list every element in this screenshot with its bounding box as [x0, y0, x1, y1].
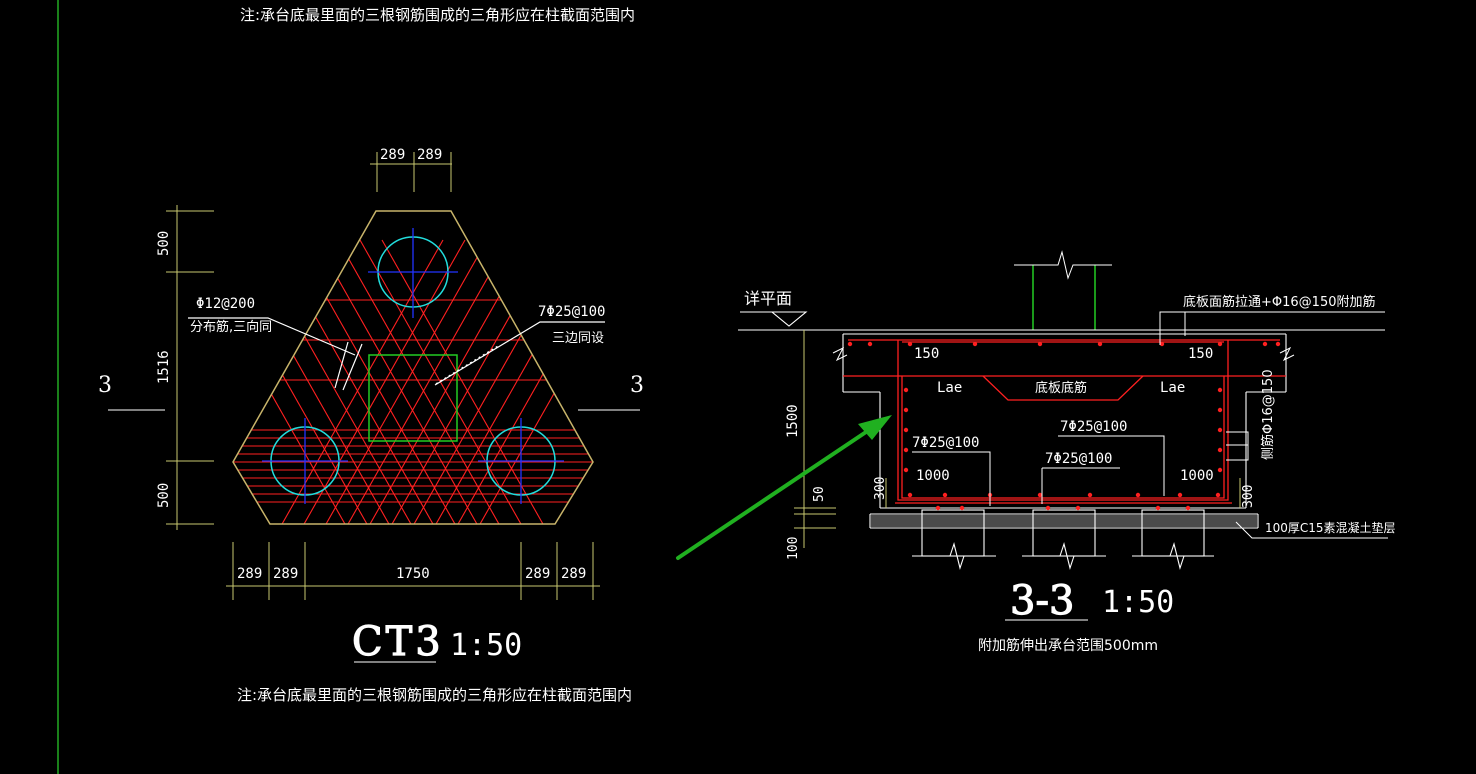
- ct3-dim-bottom-lines: [226, 542, 600, 600]
- dim-150-left: 150: [914, 346, 939, 362]
- rebar-diagonal-b-0: [381, 239, 553, 524]
- dim-100: 100: [786, 537, 801, 560]
- cushion-leader: [1235, 521, 1388, 539]
- ct3-rebar-grid: [233, 239, 593, 524]
- rebar-label-left: 7Φ25@100: [912, 435, 979, 451]
- ct3-dim-bottom-5: 289: [561, 566, 586, 582]
- ct3-dim-left-1: 500: [156, 231, 172, 256]
- section-rebar-leaders: [912, 431, 1249, 506]
- ct3-label-distribution-bars: Φ12@200: [196, 296, 255, 312]
- ct3-label-main-bars: 7Φ25@100: [538, 304, 605, 320]
- lae-right: Lae: [1160, 380, 1185, 396]
- section-mark-left: 3: [98, 373, 112, 398]
- ct3-dim-bottom-2: 289: [273, 566, 298, 582]
- ct3-dim-left-2: 1516: [156, 350, 172, 384]
- ct3-title: CT3: [352, 619, 444, 665]
- top-note: 注:承台底最里面的三根钢筋围成的三角形应在柱截面范围内: [240, 6, 635, 24]
- ct3-label-distribution-note: 分布筋,三向同: [190, 319, 272, 335]
- section-scale: 1:50: [1102, 585, 1174, 620]
- cushion-layer-hatch: [871, 515, 1257, 527]
- ct3-dim-bottom-4: 289: [525, 566, 550, 582]
- ct3-column-outline: [368, 354, 458, 442]
- dim-150-right: 150: [1188, 346, 1213, 362]
- side-bars-label: 侧筋Φ16@150: [1260, 369, 1276, 460]
- ct3-dim-left-3: 500: [156, 483, 172, 508]
- ct3-axis-lines: [262, 228, 564, 504]
- section-note: 附加筋伸出承台范围500mm: [978, 637, 1158, 654]
- section-rebar: [843, 339, 1286, 504]
- rebar-diagonal-a-0: [272, 239, 444, 524]
- dim-1000-left: 1000: [916, 468, 950, 484]
- rebar-diagonal-b-1: [359, 239, 531, 524]
- section-piles: [912, 509, 1214, 570]
- cushion-label: 100厚C15素混凝土垫层: [1265, 520, 1396, 535]
- section-column: [1032, 265, 1096, 330]
- dim-300-left: 300: [873, 477, 888, 500]
- ct3-label-main-bars-note: 三边同设: [552, 331, 604, 346]
- ct3-dim-bottom-1: 289: [237, 566, 262, 582]
- slab-break-marks: [832, 346, 1295, 362]
- ct3-dim-left-lines: [166, 205, 214, 530]
- ct3-dim-top-2: 289: [417, 147, 442, 163]
- section-3-3-view: 详平面 底板面筋拉通+Φ16@150附加筋 150 150 Lae Lae 底板…: [738, 250, 1396, 654]
- section-concrete-outline: [738, 329, 1385, 529]
- elevation-label: 详平面: [744, 289, 792, 308]
- dim-300-right: 300: [1241, 485, 1256, 508]
- rebar-diagonal-a-3: [338, 239, 510, 524]
- rebar-label-mid: 7Φ25@100: [1045, 451, 1112, 467]
- dim-1500: 1500: [785, 404, 801, 438]
- green-pointer-arrow: [676, 415, 892, 560]
- dim-1000-right: 1000: [1180, 468, 1214, 484]
- top-bars-label: 底板面筋拉通+Φ16@150附加筋: [1183, 294, 1375, 310]
- bottom-bars-label: 底板底筋: [1035, 380, 1087, 396]
- dim-50: 50: [812, 486, 827, 502]
- rebar-diagonal-b-2: [337, 239, 509, 524]
- section-dim-lines: [794, 330, 1241, 548]
- ct3-plan-view: Φ12@200 分布筋,三向同 7Φ25@100 三边同设 3 3 289 28…: [98, 147, 644, 704]
- ct3-dim-top-1: 289: [380, 147, 405, 163]
- ct3-note: 注:承台底最里面的三根钢筋围成的三角形应在柱截面范围内: [237, 686, 632, 704]
- ct3-dim-bottom-3: 1750: [396, 566, 430, 582]
- section-mark-right: 3: [630, 373, 644, 398]
- column-break-line: [1014, 250, 1112, 280]
- ct3-dim-top-lines: [370, 152, 452, 192]
- rebar-diagonal-b-3: [315, 239, 487, 524]
- ct3-leaders: [188, 317, 605, 391]
- ct3-scale: 1:50: [450, 628, 522, 663]
- lae-left: Lae: [937, 380, 962, 396]
- ct3-cap-outline: [232, 210, 594, 525]
- rebar-label-mid-top: 7Φ25@100: [1060, 419, 1127, 435]
- rebar-diagonal-a-2: [316, 239, 488, 524]
- section-rebar-dots: [847, 341, 1281, 511]
- section-title: 3-3: [1010, 578, 1074, 624]
- top-label-leader: [1159, 311, 1385, 345]
